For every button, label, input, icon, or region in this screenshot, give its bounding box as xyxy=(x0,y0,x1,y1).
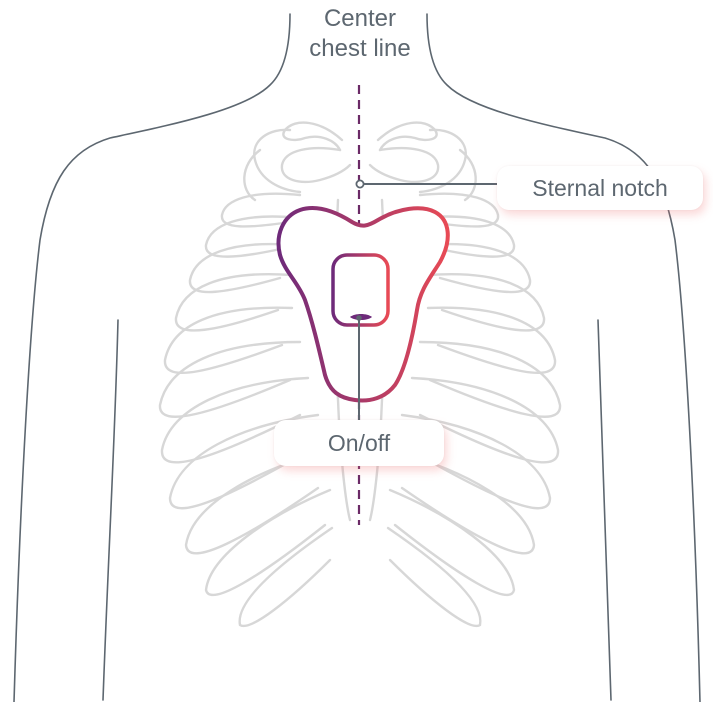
on-off-leader-dot xyxy=(356,315,362,321)
device-patch xyxy=(279,208,448,400)
center-label-line-2: chest line xyxy=(260,34,460,64)
sternal-notch-label: Sternal notch xyxy=(497,166,703,210)
center-label-line-1: Center xyxy=(260,4,460,34)
center-chest-line-label: Center chest line xyxy=(260,4,460,64)
on-off-label: On/off xyxy=(274,420,444,466)
